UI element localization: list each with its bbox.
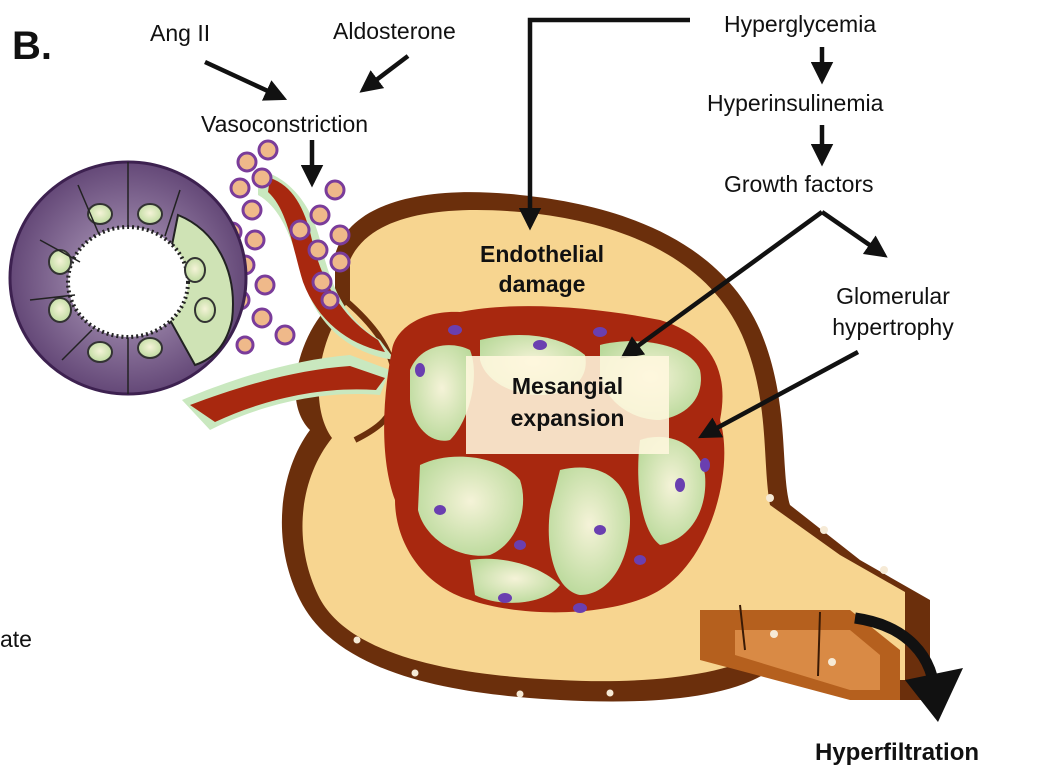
label-glomerular-hypertrophy: Glomerular hypertrophy <box>808 281 978 343</box>
capillary-tuft <box>384 306 724 613</box>
label-hyperfiltration: Hyperfiltration <box>815 741 979 765</box>
label-endothelial-damage: Endothelial damage <box>462 240 622 300</box>
distal-tubule <box>10 162 246 394</box>
label-glomerular-line1: Glomerular <box>808 281 978 312</box>
label-growth-factors: Growth factors <box>724 173 874 196</box>
label-mesangial-expansion: Mesangial expansion <box>466 370 669 434</box>
arrow-growth-to-glomerular <box>822 212 884 255</box>
arrow-aldosterone-to-vasoconstriction <box>363 56 408 90</box>
label-vasoconstriction: Vasoconstriction <box>201 113 368 136</box>
label-hyperinsulinemia: Hyperinsulinemia <box>707 92 883 115</box>
panel-label: B. <box>12 26 52 66</box>
arrow-hyperglycemia-to-endothelial <box>530 20 690 226</box>
label-glomerular-line2: hypertrophy <box>808 312 978 343</box>
label-ang-ii: Ang II <box>150 22 210 45</box>
label-mesangial-line2: expansion <box>466 402 669 434</box>
arrow-angii-to-vasoconstriction <box>205 62 283 98</box>
label-endothelial-line2: damage <box>462 270 622 300</box>
label-mesangial-line1: Mesangial <box>466 370 669 402</box>
label-aldosterone: Aldosterone <box>333 20 456 43</box>
label-cropped-left: ate <box>0 628 32 651</box>
label-hyperglycemia: Hyperglycemia <box>724 13 876 36</box>
label-endothelial-line1: Endothelial <box>462 240 622 270</box>
